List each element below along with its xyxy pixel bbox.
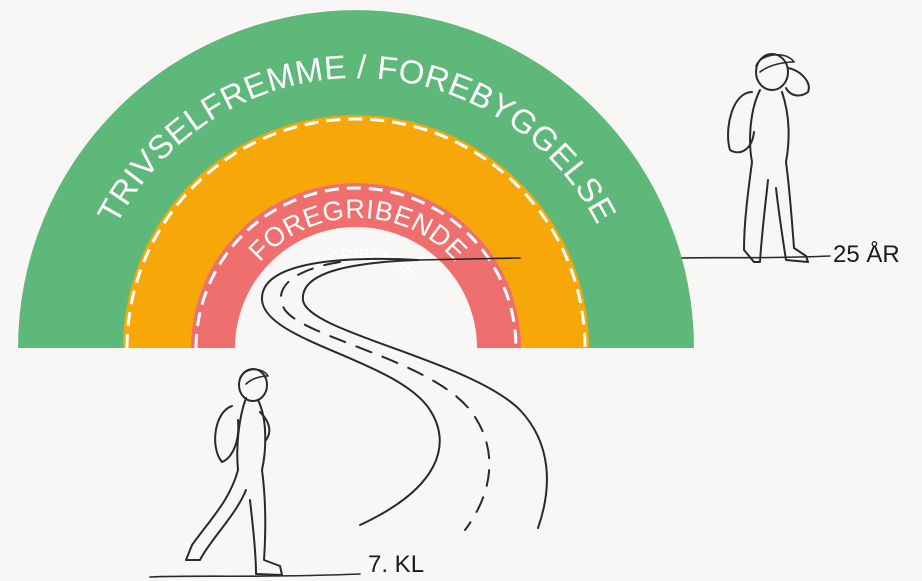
dashed-divider-outer (125, 117, 587, 349)
walking-student-icon (149, 368, 361, 578)
dashed-divider-inner (194, 186, 518, 349)
end-label: 25 ÅR (833, 240, 900, 268)
hiker-icon (681, 53, 831, 263)
start-label: 7. KL (368, 551, 424, 578)
winding-road-icon (260, 257, 548, 531)
center-opening (235, 227, 477, 348)
